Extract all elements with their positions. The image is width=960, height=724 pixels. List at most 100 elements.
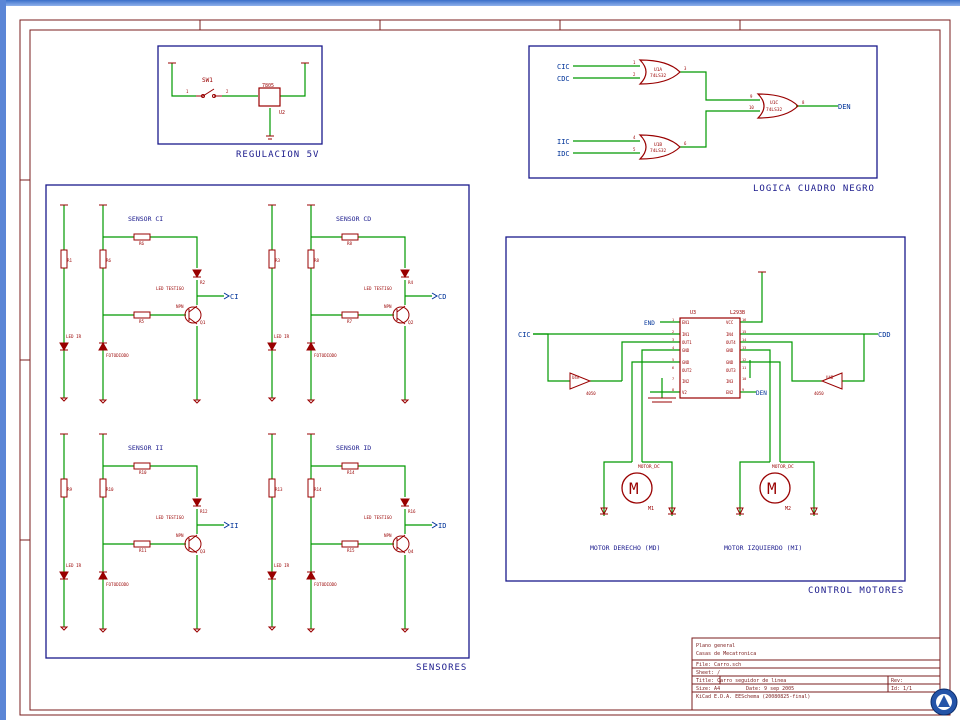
pin-label: 3 <box>684 66 687 71</box>
l293b-chip-body <box>679 317 741 399</box>
ground-icon <box>306 628 316 633</box>
resistor-ref: R10 <box>139 470 147 475</box>
gate-a-ref: U1A <box>654 67 662 73</box>
motors-section-box <box>505 236 906 582</box>
chip-pin-number: 14 <box>742 338 746 342</box>
npn-transistor-leads <box>188 305 198 325</box>
led-ir-icon <box>59 342 69 352</box>
chip-pin-name: GND <box>682 348 690 353</box>
npn-transistor-icon <box>184 535 202 553</box>
npn-transistor-icon <box>184 306 202 324</box>
chip-pin-name: OUT3 <box>726 368 736 373</box>
chip-pin-number: 8 <box>672 388 674 392</box>
led-ir-label: LED IR <box>274 334 290 339</box>
npn-transistor-icon <box>392 306 410 324</box>
resistor <box>307 478 315 498</box>
chip-pin-name: GND <box>726 360 734 365</box>
motor-left-glyph: M <box>767 479 777 498</box>
photodiode-label: FOTODIODO <box>314 353 337 358</box>
resistor <box>133 540 151 548</box>
buffer-u4a-ref: U4A <box>572 375 580 380</box>
led-ir-icon <box>267 571 277 581</box>
motor-right-value: MOTOR_DC <box>638 464 660 470</box>
resistor-ref: R16 <box>408 509 416 514</box>
buffer-u4b <box>820 372 843 390</box>
regulator-section-title: REGULACION 5V <box>236 150 319 160</box>
gate-b-chip: 74LS32 <box>650 148 667 154</box>
chip-pin-name: IN1 <box>682 332 690 337</box>
ground-icon <box>267 397 277 402</box>
motor-input-left: CIC <box>518 331 531 339</box>
npn-label: NPN <box>384 533 392 538</box>
ground-icon <box>400 399 410 404</box>
pin-label: 8 <box>802 100 805 105</box>
title-kicad: KiCad E.D.A. EESchema (20080825-final) <box>696 694 810 700</box>
pin-label: 5 <box>633 147 636 152</box>
resistor <box>99 249 107 269</box>
transistor-ref: Q3 <box>200 549 206 555</box>
chip-pin-number: 11 <box>742 366 746 370</box>
photodiode-icon <box>98 341 108 351</box>
led-indicator-label: LED TESTIGO <box>364 286 392 291</box>
resistor-ref: R6 <box>106 258 112 263</box>
ground-icon <box>98 628 108 633</box>
resistor-ref: R14 <box>314 487 322 492</box>
npn-label: NPN <box>176 304 184 309</box>
resistor <box>60 249 68 269</box>
resistor-ref: R9 <box>67 487 73 492</box>
led-ir-label: LED IR <box>274 563 290 568</box>
chip-pin-number: 13 <box>742 346 746 350</box>
chip-pin-number: 9 <box>742 388 744 392</box>
title-file: File: Carro.sch <box>696 662 741 668</box>
chip-pin-name: VCC <box>726 320 734 325</box>
logic-input-cic: CIC <box>557 63 570 71</box>
or-gate-u1c <box>756 93 799 119</box>
title-date: Date: 9 sep 2005 <box>746 686 794 692</box>
regulator-ref: U2 <box>279 110 285 116</box>
npn-label: NPN <box>384 304 392 309</box>
gate-a-chip: 74LS32 <box>650 73 667 79</box>
buffer-u4a <box>569 372 592 390</box>
sensor-title: SENSOR CI <box>128 215 163 223</box>
pin-label: 2 <box>633 72 636 77</box>
logic-section-title: LOGICA CUADRO NEGRO <box>753 184 875 194</box>
ground-icon <box>59 397 69 402</box>
frame-tick-marks <box>20 20 741 541</box>
led-indicator-icon <box>192 269 202 279</box>
transistor-ref: Q4 <box>408 549 414 555</box>
chip-pin-number: 1 <box>672 318 674 322</box>
motor-control-circuit: M M MOTOR_DC MOTOR_DC M1 M2 MOTOR DERECH… <box>518 271 891 552</box>
buffer-u4b-ref: U4B <box>826 375 834 380</box>
resistor-ref: R4 <box>408 280 414 285</box>
resistor-ref: R15 <box>347 548 355 553</box>
motor-right-caption: MOTOR DERECHO (MD) <box>590 544 660 552</box>
logic-section-box <box>528 45 878 179</box>
title-line-2: Casas de Mecatronica <box>696 651 756 657</box>
ground-icon <box>306 399 316 404</box>
resistor-ref: R3 <box>275 258 281 263</box>
npn-transistor-icon <box>392 535 410 553</box>
chip-pin-number: 6 <box>672 366 674 370</box>
wire <box>150 236 198 268</box>
sensors-section-box <box>45 184 470 659</box>
output-flag-icon <box>431 521 438 529</box>
led-indicator-icon <box>192 498 202 508</box>
npn-label: NPN <box>176 533 184 538</box>
chip-pin-name: EN1 <box>682 320 690 325</box>
resistor-ref: R5 <box>139 319 145 324</box>
resistor <box>341 233 359 241</box>
gate-c-chip: 74LS32 <box>766 107 783 113</box>
resistor-ref: R6 <box>139 241 145 246</box>
motor-left-caption: MOTOR IZQUIERDO (MI) <box>724 544 802 552</box>
photodiode-label: FOTODIODO <box>314 582 337 587</box>
resistor-ref: R1 <box>67 258 73 263</box>
pin-label: 4 <box>633 135 636 140</box>
photodiode-icon <box>98 570 108 580</box>
output-flag-icon <box>223 521 230 529</box>
gate-b-ref: U1B <box>654 142 662 148</box>
motors-section-title: CONTROL MOTORES <box>808 586 904 596</box>
